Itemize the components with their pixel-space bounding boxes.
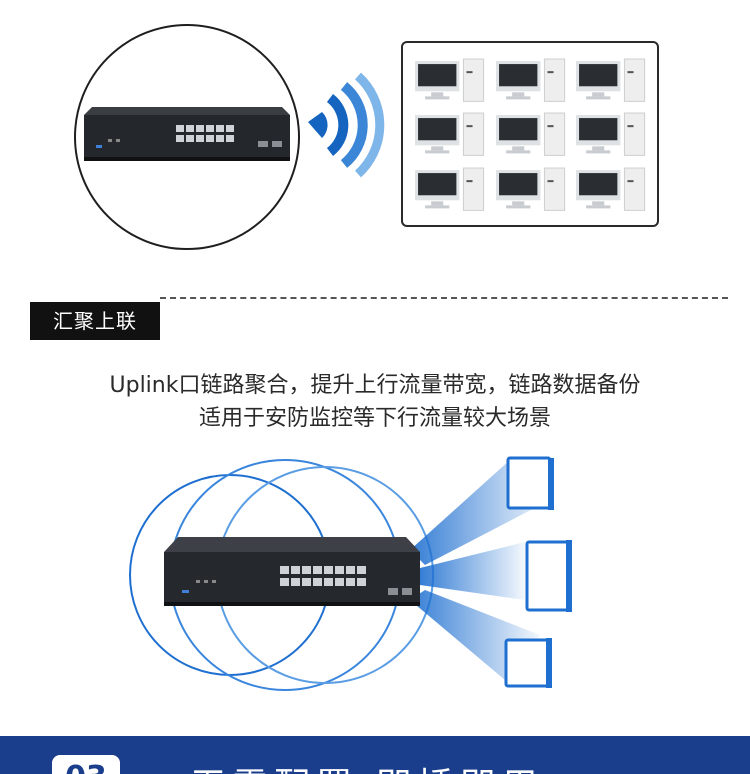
desktop-pc-icon [492, 55, 569, 105]
desktop-pc-icon [492, 109, 569, 159]
desktop-pc-icon [572, 109, 649, 159]
banner-number: 03 [52, 755, 120, 774]
desktop-pc-icon [411, 55, 488, 105]
laptop-icon [506, 456, 554, 510]
pc-grid [401, 41, 659, 227]
beam-middle [420, 542, 525, 600]
description-line-2: 适用于安防监控等下行流量较大场景 [198, 406, 551, 431]
aggregation-illustration [129, 456, 572, 691]
desktop-pc-icon [572, 55, 649, 105]
laptop-icon [525, 540, 572, 612]
section-tag: 汇聚上联 [30, 302, 160, 340]
banner-title: 无需配置 即插即用 [190, 757, 543, 774]
desktop-pc-icon [572, 164, 649, 214]
description-line-1: Uplink口链路聚合，提升上行流量带宽，链路数据备份 [109, 373, 641, 398]
laptop-icon [504, 638, 552, 688]
switch-icon [84, 107, 290, 161]
desktop-pc-icon [411, 109, 488, 159]
switch-icon [164, 537, 420, 606]
wifi-signal-icon [308, 72, 385, 178]
desktop-pc-icon [492, 164, 569, 214]
section-divider [160, 297, 728, 299]
feature-banner: 03 无需配置 即插即用 [0, 736, 750, 774]
desktop-pc-icon [411, 164, 488, 214]
